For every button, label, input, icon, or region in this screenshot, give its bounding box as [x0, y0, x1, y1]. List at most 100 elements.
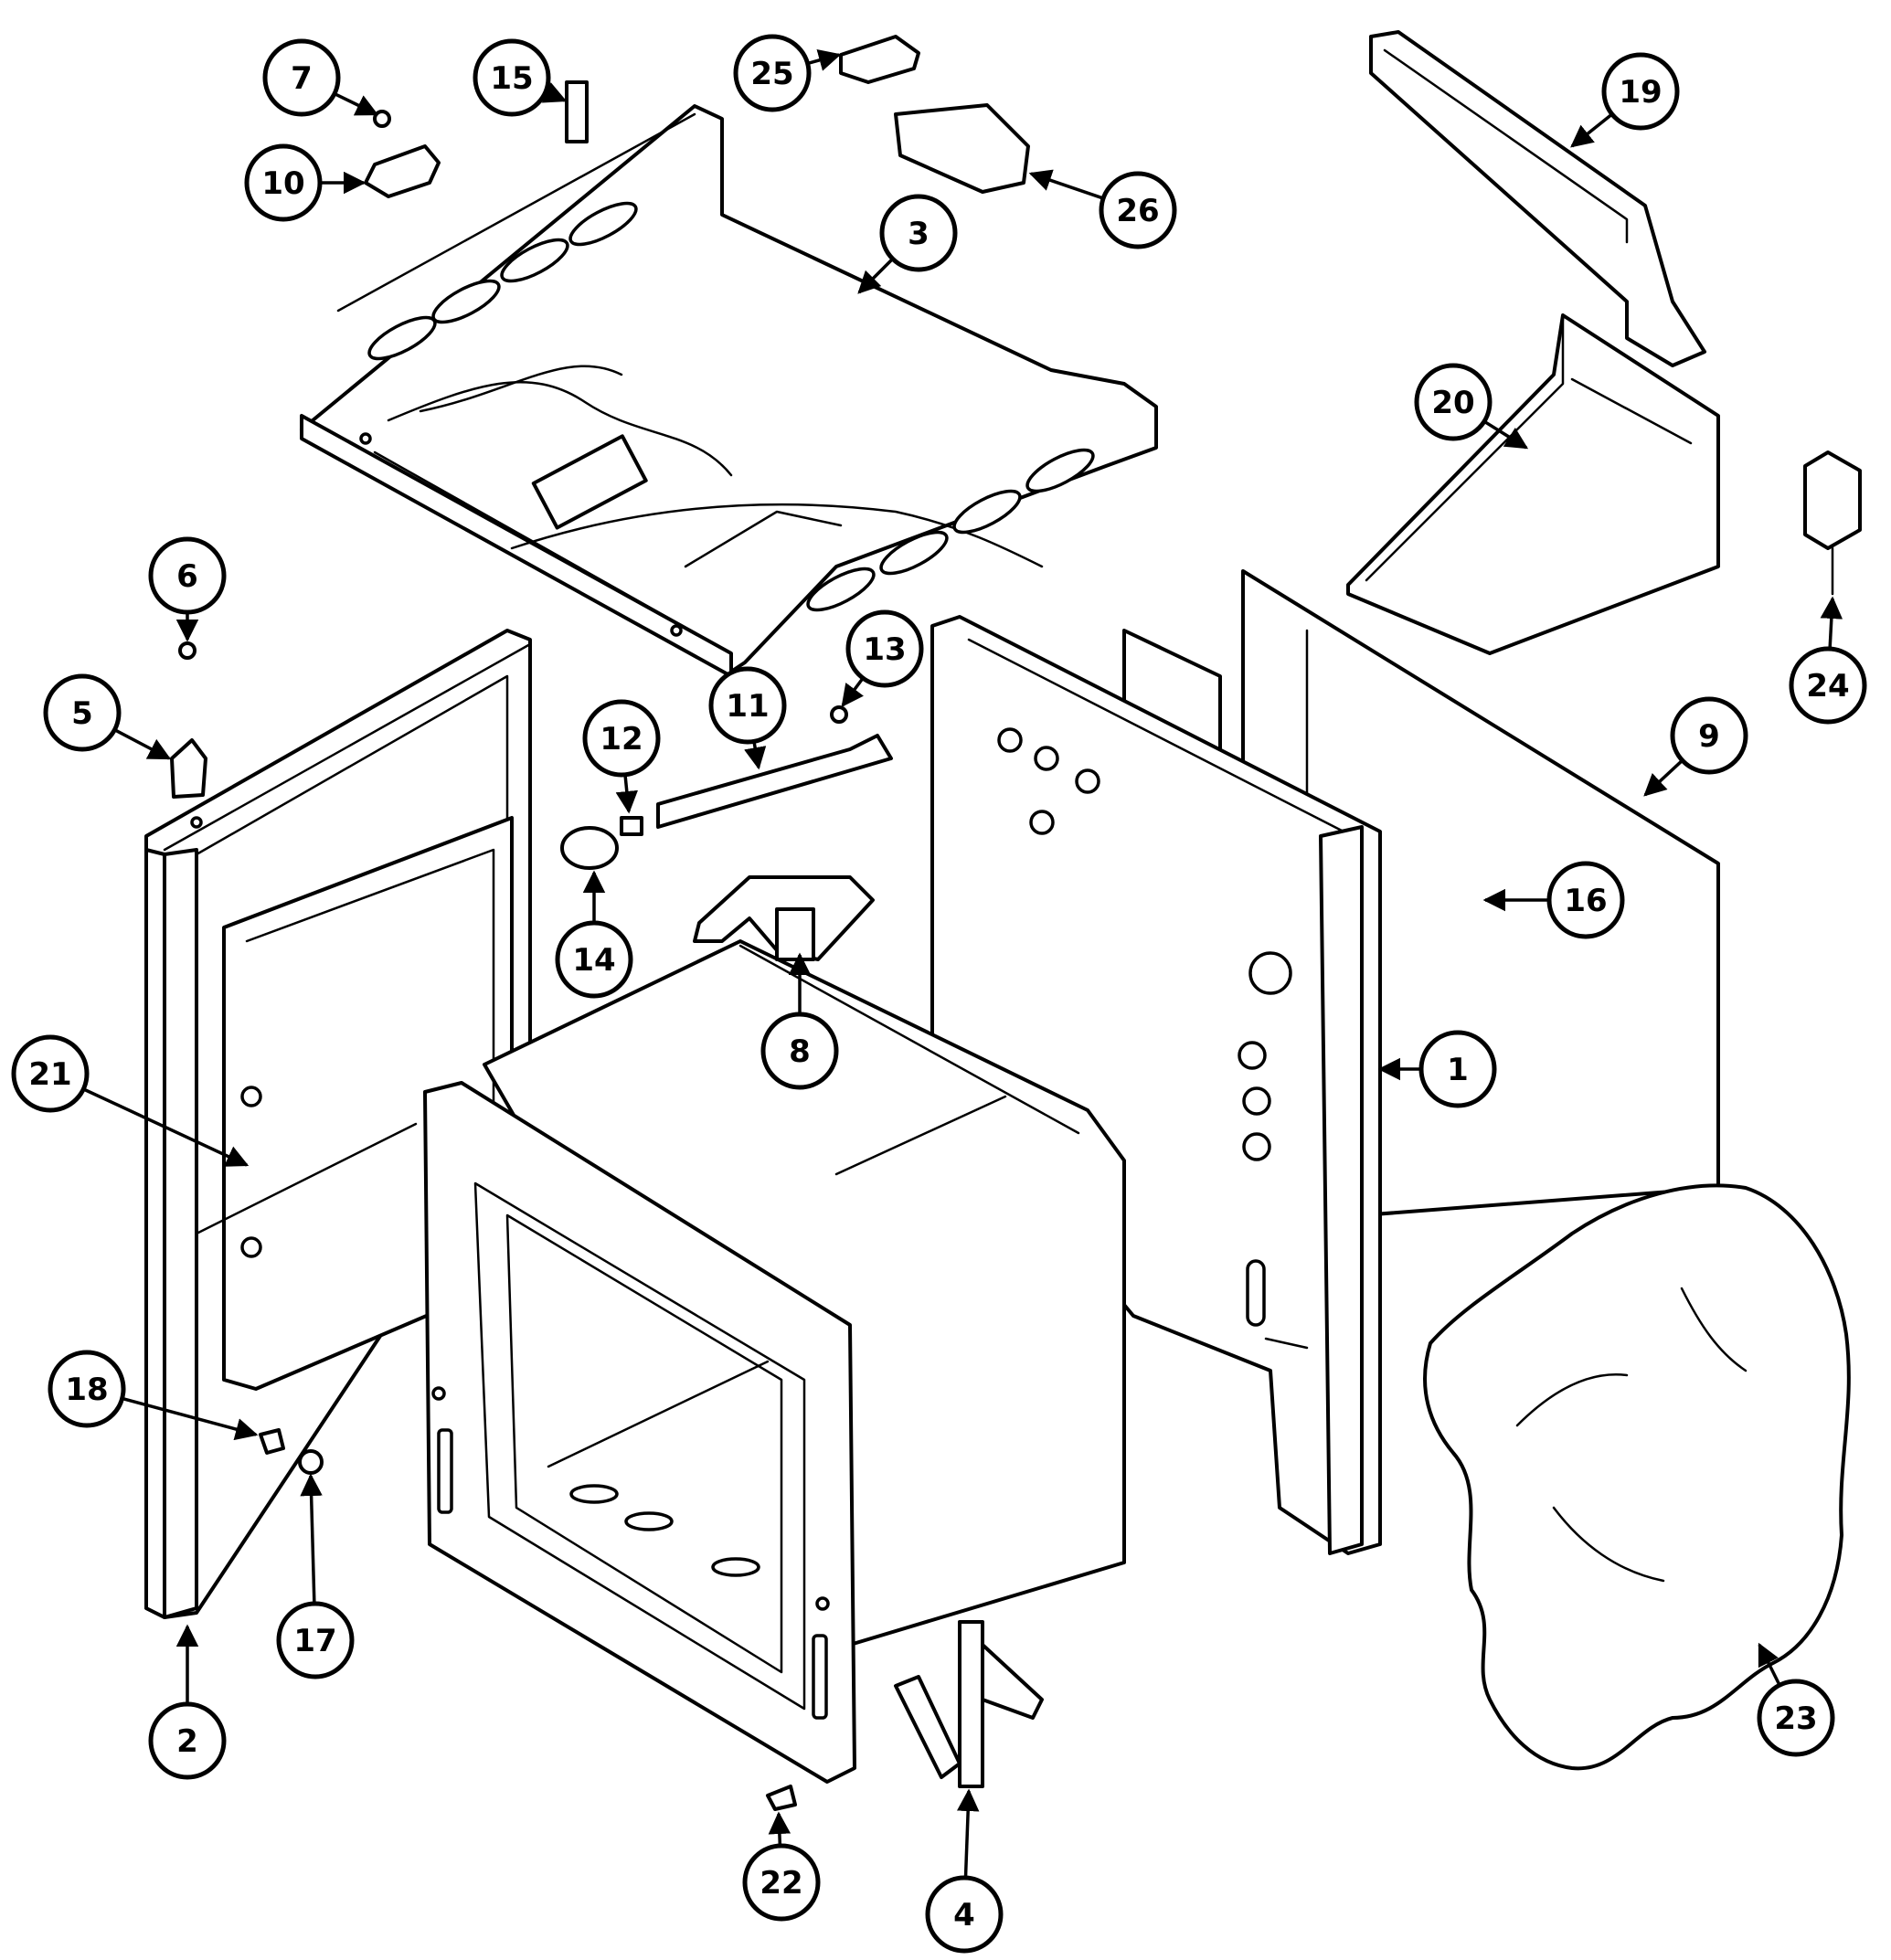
callout-circle	[1546, 861, 1625, 939]
callout-14: 14	[555, 920, 633, 999]
callout-label: 6	[176, 558, 198, 595]
callout-label: 5	[71, 695, 93, 732]
callout-circle	[262, 38, 341, 117]
leader-line-24	[1820, 596, 1843, 650]
oven-front-frame-part	[423, 1081, 856, 1784]
callout-23: 23	[1757, 1679, 1835, 1757]
callout-circle	[708, 666, 787, 745]
callout-label: 8	[789, 1033, 811, 1070]
callout-label: 3	[908, 216, 930, 252]
screw-6-part	[178, 641, 197, 660]
callout-label: 25	[750, 56, 793, 92]
callout-15: 15	[473, 38, 551, 117]
leader-line-3	[857, 258, 894, 294]
callout-circle	[742, 1843, 821, 1922]
callout-circle	[148, 1701, 227, 1780]
callout-label: 19	[1619, 74, 1662, 111]
callout-9: 9	[1670, 696, 1748, 775]
leader-line-23	[1758, 1642, 1781, 1687]
screw-22-part	[766, 1785, 797, 1811]
leader-line-4	[956, 1788, 980, 1879]
hinge-receptacle-part	[170, 738, 207, 799]
callout-17: 17	[276, 1601, 355, 1679]
callout-circle	[760, 1012, 839, 1090]
leader-line-19	[1570, 112, 1613, 148]
vent-duct-part	[1346, 313, 1720, 655]
callout-10: 10	[244, 143, 323, 222]
callout-4: 4	[925, 1875, 1004, 1954]
callout-label: 15	[490, 60, 533, 97]
callout-circle	[1418, 1030, 1497, 1108]
callout-circle	[473, 38, 551, 117]
callout-circle	[244, 143, 323, 222]
callout-5: 5	[43, 673, 122, 752]
callout-bubbles: 1234567891011121314151617181920212223242…	[11, 34, 1867, 1954]
callout-label: 14	[572, 942, 615, 979]
callout-label: 21	[28, 1056, 71, 1093]
right-side-frame-part	[930, 615, 1382, 1555]
callout-18: 18	[48, 1350, 126, 1428]
bushing-part	[298, 1449, 324, 1475]
leader-line-21	[82, 1087, 250, 1167]
callout-circle	[43, 673, 122, 752]
callout-label: 22	[760, 1865, 802, 1902]
callout-circle	[48, 1350, 126, 1428]
leader-line-20	[1482, 419, 1529, 450]
screw-18-part	[259, 1428, 285, 1455]
callout-label: 1	[1447, 1052, 1469, 1088]
callout-16: 16	[1546, 861, 1625, 939]
callout-label: 4	[953, 1897, 975, 1934]
callout-label: 18	[65, 1372, 108, 1408]
callout-7: 7	[262, 38, 341, 117]
callout-label: 23	[1774, 1700, 1817, 1737]
leader-line-5	[113, 728, 172, 760]
callout-1: 1	[1418, 1030, 1497, 1108]
callout-label: 17	[293, 1623, 336, 1659]
leader-line-26	[1028, 169, 1104, 200]
callout-label: 12	[600, 721, 643, 758]
vent-trim-part	[1369, 30, 1706, 367]
clip-part	[565, 80, 589, 143]
leader-line-18	[122, 1396, 259, 1441]
switch-part	[364, 144, 441, 198]
callout-22: 22	[742, 1843, 821, 1922]
callout-circle	[925, 1875, 1004, 1954]
callout-6: 6	[148, 536, 227, 615]
callout-circle	[1670, 696, 1748, 775]
callout-circle	[11, 1034, 90, 1113]
knob-cap-part	[560, 826, 619, 870]
spacer-part	[620, 816, 643, 836]
screw-7-part	[373, 110, 391, 128]
callout-3: 3	[879, 194, 958, 272]
callout-circle	[276, 1601, 355, 1679]
callout-circle	[1601, 52, 1680, 131]
callout-24: 24	[1789, 646, 1867, 725]
callout-label: 16	[1564, 883, 1607, 919]
leader-line-13	[841, 677, 865, 707]
callout-20: 20	[1414, 363, 1493, 441]
callout-circle	[555, 920, 633, 999]
leader-line-11	[744, 741, 767, 770]
callout-label: 7	[291, 60, 313, 97]
leader-line-25	[807, 49, 842, 71]
callout-25: 25	[733, 34, 812, 112]
leader-line-15	[541, 82, 568, 103]
callout-8: 8	[760, 1012, 839, 1090]
insulation-blanket-part	[1423, 1183, 1851, 1771]
callout-label: 26	[1116, 193, 1159, 229]
callout-12: 12	[582, 699, 661, 778]
callout-circle	[1099, 171, 1177, 249]
leader-line-7	[334, 91, 379, 116]
power-cord-part	[1803, 450, 1862, 550]
screw-13-part	[830, 705, 848, 724]
callout-label: 2	[176, 1723, 198, 1760]
leader-line-17	[300, 1473, 323, 1605]
callout-circle	[845, 609, 924, 688]
callout-label: 20	[1431, 385, 1474, 421]
tray-part	[894, 103, 1030, 194]
callout-label: 10	[261, 165, 304, 202]
callout-circle	[1414, 363, 1493, 441]
callout-circle	[733, 34, 812, 112]
callout-11: 11	[708, 666, 787, 745]
